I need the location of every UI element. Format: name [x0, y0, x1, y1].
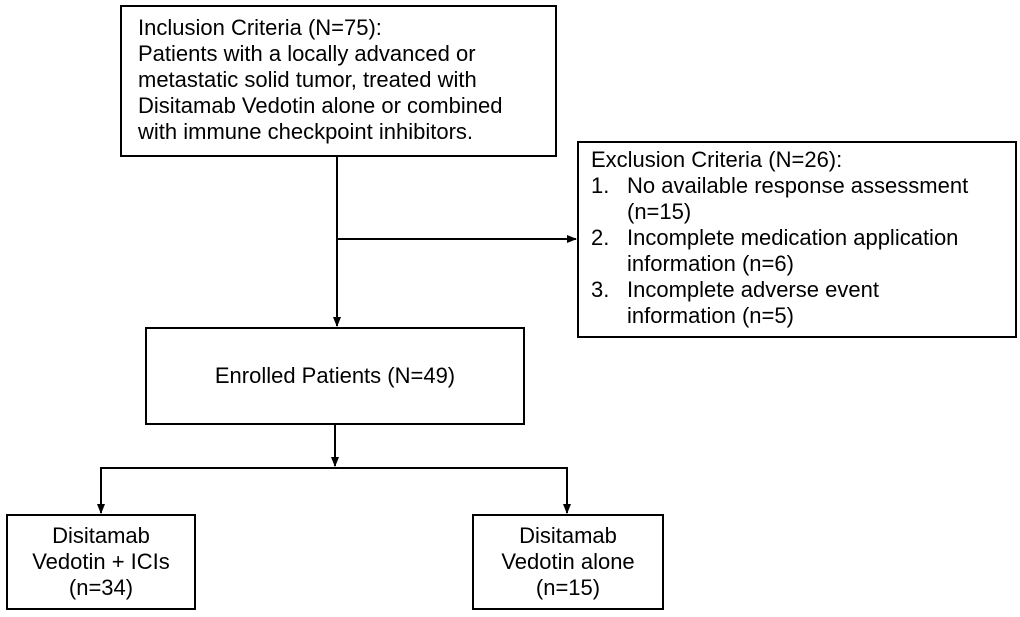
- combo-line: Vedotin + ICIs: [32, 549, 170, 574]
- alone-line: (n=15): [535, 575, 601, 600]
- exclusion-item-text: information (n=5): [627, 303, 794, 328]
- exclusion-item-text: Incomplete adverse event: [627, 277, 879, 302]
- exclusion-item: 2. Incomplete medication application inf…: [591, 225, 1007, 277]
- inclusion-title: Inclusion Criteria (N=75):: [138, 15, 382, 40]
- enrolled-patients-box: Enrolled Patients (N=49): [145, 327, 525, 425]
- inclusion-line: Disitamab Vedotin alone or combined: [138, 93, 503, 118]
- alone-line: Vedotin alone: [501, 549, 635, 574]
- exclusion-item-text: No available response assessment: [627, 173, 969, 198]
- exclusion-item: 3. Incomplete adverse event information …: [591, 277, 1007, 329]
- exclusion-item-number: 3.: [591, 277, 610, 302]
- exclusion-title: Exclusion Criteria (N=26):: [591, 147, 843, 172]
- exclusion-item-number: 1.: [591, 173, 610, 198]
- exclusion-item-text: information (n=6): [627, 251, 794, 276]
- combo-line: (n=34): [68, 575, 134, 600]
- inclusion-line: with immune checkpoint inhibitors.: [138, 119, 474, 144]
- exclusion-item-text: Incomplete medication application: [627, 225, 959, 250]
- exclusion-item-number: 2.: [591, 225, 610, 250]
- combination-group-box: Disitamab Vedotin + ICIs (n=34): [6, 514, 196, 610]
- exclusion-item-text: (n=15): [627, 199, 692, 224]
- enrolled-label: Enrolled Patients (N=49): [214, 363, 456, 388]
- exclusion-item: 1. No available response assessment (n=1…: [591, 173, 1007, 225]
- inclusion-criteria-box: Inclusion Criteria (N=75): Patients with…: [120, 5, 557, 157]
- monotherapy-group-box: Disitamab Vedotin alone (n=15): [472, 514, 664, 610]
- exclusion-criteria-box: Exclusion Criteria (N=26): 1. No availab…: [577, 141, 1017, 338]
- alone-line: Disitamab: [519, 523, 617, 548]
- inclusion-line: Patients with a locally advanced or: [138, 41, 476, 66]
- inclusion-line: metastatic solid tumor, treated with: [138, 67, 477, 92]
- combo-line: Disitamab: [52, 523, 150, 548]
